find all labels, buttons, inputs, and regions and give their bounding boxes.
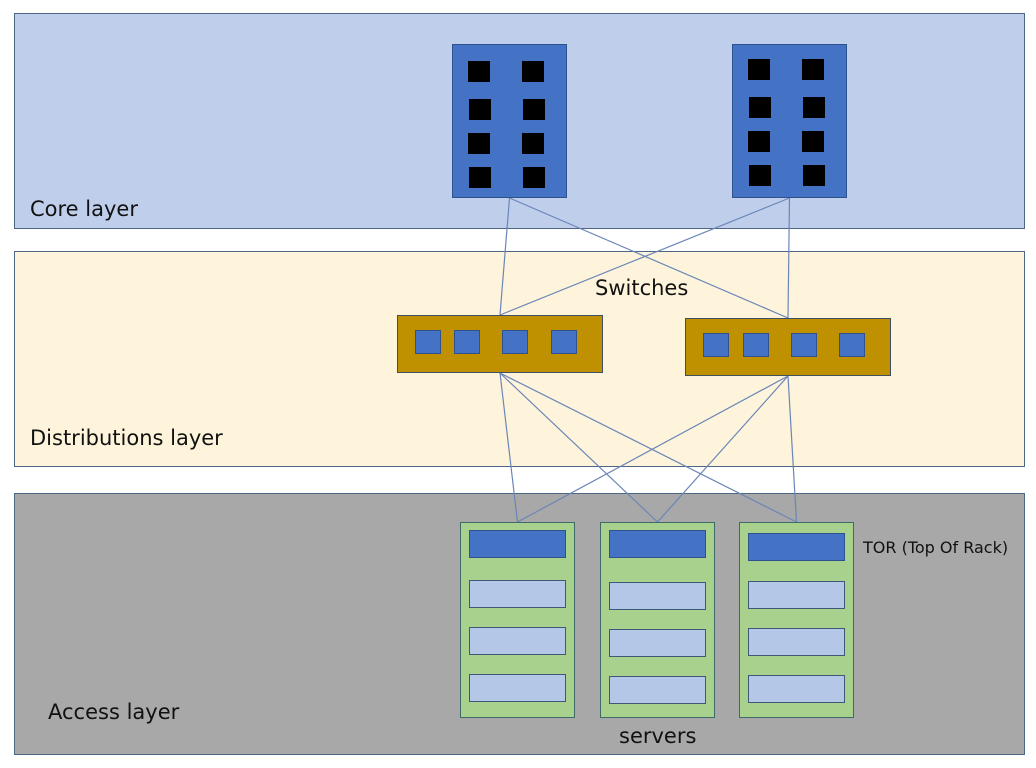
access-layer-label: Access layer [48,700,180,724]
switch-port [454,330,480,354]
switch-port [839,333,865,357]
router-port [749,97,771,118]
core-router-2 [732,44,847,198]
server [748,628,845,656]
router-port [803,97,825,118]
distribution-layer-label: Distributions layer [30,426,223,450]
router-port [522,133,544,154]
rack-1 [460,522,575,718]
servers-label: servers [619,724,697,748]
tor-label: TOR (Top Of Rack) [863,538,1009,557]
router-port [748,131,770,152]
switch-port [791,333,817,357]
router-port [469,167,491,188]
distribution-switch-1 [397,315,603,373]
switches-label: Switches [595,276,689,300]
router-port [522,61,544,82]
server [609,629,706,657]
server [469,674,566,702]
router-port [523,99,545,120]
switch-port [743,333,769,357]
core-layer-label: Core layer [30,197,138,221]
rack-3 [739,522,854,718]
server [469,627,566,655]
router-port [469,99,491,120]
tor-switch [748,533,845,561]
switch-port [551,330,577,354]
switch-port [415,330,441,354]
distribution-switch-2 [685,318,891,376]
router-port [468,133,490,154]
router-port [802,131,824,152]
switch-port [502,330,528,354]
router-port [749,165,771,186]
core-router-1 [452,44,567,198]
rack-2 [600,522,715,718]
router-port [802,59,824,80]
server [609,676,706,704]
tor-switch [469,530,566,558]
server [748,675,845,703]
server [609,582,706,610]
router-port [803,165,825,186]
server [469,580,566,608]
server [748,581,845,609]
router-port [523,167,545,188]
switch-port [703,333,729,357]
router-port [468,61,490,82]
router-port [748,59,770,80]
tor-switch [609,530,706,558]
